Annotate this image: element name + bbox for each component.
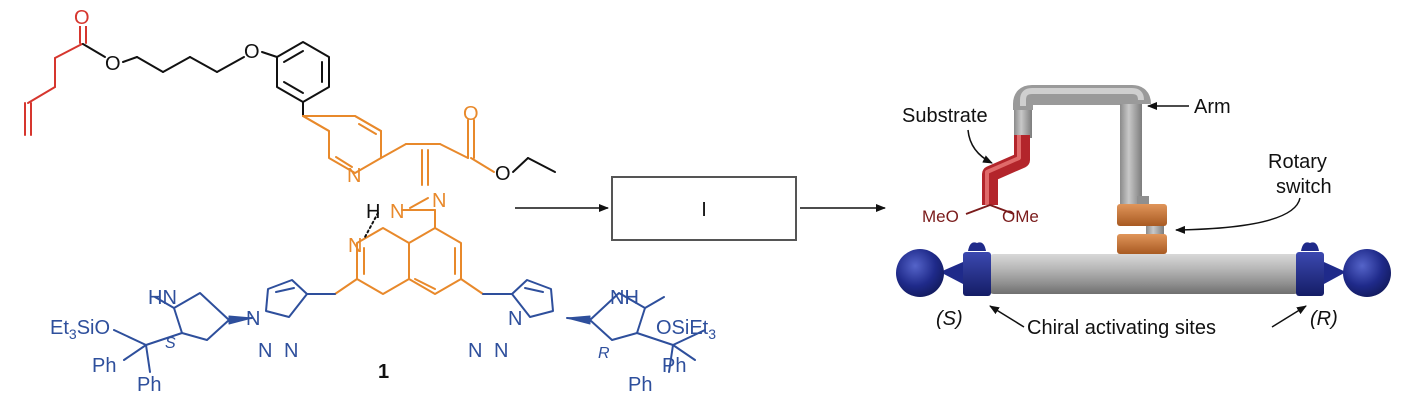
compound-number: 1 [378, 361, 389, 383]
left-site-cap [963, 252, 991, 296]
right-ph-upper: Ph [662, 355, 686, 377]
rotary-switch-label-line1: Rotary [1268, 151, 1327, 173]
atom-o-carbonyl: O [74, 7, 90, 29]
process-box [611, 176, 797, 241]
chiral-sites-pointer-right [1271, 305, 1307, 328]
rotary-switch-label-line2: switch [1276, 176, 1332, 198]
molecule-labels: O O O N O O N N H N HN N N N Et3SiO Ph P… [50, 6, 716, 396]
right-site-descriptor: (R) [1310, 308, 1338, 330]
molecular-machine: MeO OMe [896, 85, 1391, 297]
left-silyl-ether: Et3SiO [50, 317, 110, 342]
substrate-ome: OMe [1002, 207, 1039, 226]
right-site-cone [1324, 262, 1346, 284]
machine-labels: Substrate Arm Rotary switch (S) (R) Chir… [902, 96, 1338, 339]
substrate-meo: MeO [922, 207, 959, 226]
left-stereo-descriptor: S [165, 335, 176, 352]
substrate-pointer [967, 129, 993, 164]
rotary-switch-pointer [1175, 197, 1301, 234]
atom-n-hydrazone-1: N [390, 201, 404, 223]
quinoline-fragment [334, 209, 484, 295]
molecule [24, 23, 706, 373]
atom-n-left-triazole-1: N [246, 308, 260, 330]
atom-hn-left: HN [148, 287, 177, 309]
atom-n-right-triazole-3: N [468, 340, 482, 362]
left-site-descriptor: (S) [936, 308, 963, 330]
left-site-tab [968, 242, 986, 251]
atom-n-left-triazole-2: N [258, 340, 272, 362]
process-box-label: I [701, 199, 707, 221]
right-site-cap [1296, 252, 1324, 296]
substrate-label: Substrate [902, 105, 988, 127]
atom-n-quinoline: N [348, 235, 362, 257]
left-prolinol-fragment [113, 279, 336, 373]
left-site-ball [896, 249, 944, 297]
right-ph-lower: Ph [628, 374, 652, 396]
atom-n-hydrazone-2: N [432, 190, 446, 212]
pentenoate-fragment [24, 23, 87, 136]
right-site-tab [1301, 242, 1319, 251]
atom-h-hydrazone: H [366, 201, 380, 223]
atom-nh-right: NH [610, 287, 639, 309]
left-wedge [228, 315, 253, 325]
atom-n-right-triazole-1: N [508, 308, 522, 330]
pyridine-hydrazone-fragment [302, 115, 495, 209]
right-site-ball [1343, 249, 1391, 297]
rotary-switch-upper [1117, 204, 1167, 226]
atom-o-phenoxy: O [244, 41, 260, 63]
rotary-switch-lower [1117, 234, 1167, 254]
atom-n-pyridine: N [347, 165, 361, 187]
atom-o-ester: O [495, 163, 511, 185]
atom-n-left-triazole-3: N [284, 340, 298, 362]
left-site-cone [940, 262, 963, 284]
atom-o-ester-carbonyl: O [463, 103, 479, 125]
right-stereo-descriptor: R [598, 345, 610, 362]
chiral-sites-pointer-left [989, 305, 1025, 328]
chiral-sites-label: Chiral activating sites [1027, 317, 1216, 339]
left-ph-lower: Ph [137, 374, 161, 396]
ethyl-fragment [512, 157, 556, 173]
atom-o-ether: O [105, 53, 121, 75]
arm-label: Arm [1194, 96, 1231, 118]
main-axle [988, 254, 1300, 294]
substrate-linker [965, 135, 1030, 215]
left-ph-upper: Ph [92, 355, 116, 377]
atom-n-right-triazole-2: N [494, 340, 508, 362]
hydrogen-bond-hash [364, 212, 379, 238]
chain-fragment [82, 41, 330, 117]
right-silyl-ether: OSiEt3 [656, 317, 716, 342]
right-wedge [566, 315, 591, 325]
